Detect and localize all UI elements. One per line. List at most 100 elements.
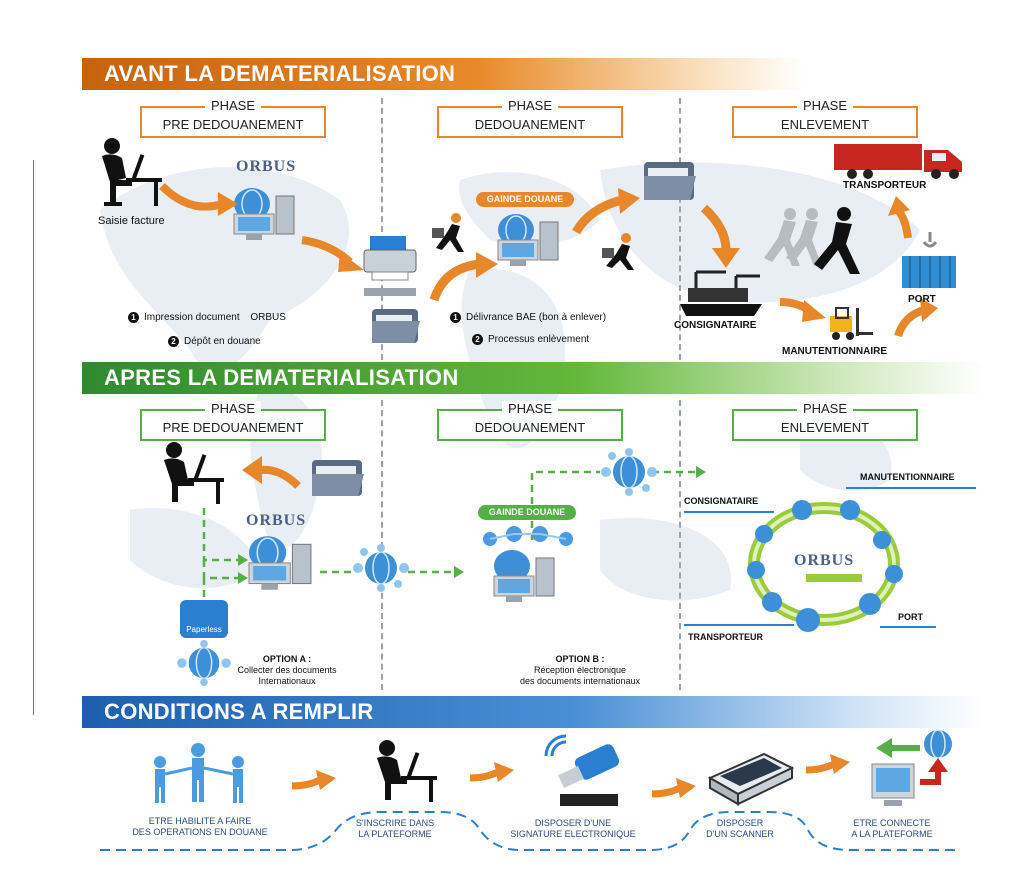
ship-icon [680, 270, 762, 316]
orbus-logo: ORBUS [236, 158, 297, 175]
runner-icon [432, 213, 464, 252]
phase-label: PHASE [204, 401, 262, 416]
user-at-computer-icon [164, 442, 224, 504]
flow-arrow [805, 754, 850, 774]
phase-label: PHASE [796, 98, 854, 113]
phase-box-dedouanement: PHASE DEDOUANEMENT [437, 401, 623, 441]
step-suffix: ORBUS [250, 312, 286, 324]
runner-icon [602, 233, 634, 270]
usb-key-icon [544, 734, 620, 806]
flow-arrow [159, 183, 238, 216]
port-label: PORT [908, 294, 936, 305]
step-number: 1 [128, 312, 139, 323]
network-icon [483, 526, 573, 546]
phase-box-pre-dedouanement: PHASE PRE DEDOUANEMENT [140, 98, 326, 138]
truck-icon [834, 144, 962, 179]
flow-arrow [894, 298, 938, 338]
phase-title: ENLEVEMENT [780, 117, 870, 132]
gainde-douane-badge: GAINDE DOUANE [476, 192, 574, 207]
user-at-computer-icon [377, 740, 437, 802]
step-depot: 2 Dépôt en douane [168, 336, 261, 347]
scanner-icon [707, 752, 795, 806]
transporteur-label: TRANSPORTEUR [688, 632, 764, 642]
option-a-title: OPTION A : [262, 654, 312, 664]
transporteur-underline [684, 624, 794, 626]
flow-arrow [651, 778, 696, 798]
option-a-line2: Internationaux [258, 676, 316, 686]
condition-line1: ETRE HABILITE A FAIRE [148, 816, 252, 826]
phase-title: ENLEVEMENT [780, 420, 870, 435]
globe-icon [601, 448, 657, 496]
folder-icon [312, 460, 364, 496]
step-text: Dépôt en douane [184, 336, 261, 348]
manutentionnaire-underline [846, 487, 976, 489]
step-number: 2 [472, 334, 483, 345]
condition-line1: DISPOSER [716, 818, 764, 828]
consignataire-underline [684, 511, 774, 513]
option-a: OPTION A : Collecter des documents Inter… [232, 654, 342, 687]
flow-arrow [779, 298, 826, 322]
condition-line2: SIGNATURE ELECTRONIQUE [510, 829, 636, 839]
step-impression: 1 Impression document ORBUS [128, 312, 286, 323]
paperless-label: Paperless [186, 625, 222, 634]
flow-arrow [700, 204, 740, 268]
crane-icon [902, 232, 956, 288]
phase-separator [381, 98, 383, 360]
phase-title: DEDOUANEMENT [474, 117, 586, 132]
orbus-logo: ORBUS [246, 512, 307, 529]
flow-arrow [301, 236, 364, 272]
left-divider [33, 160, 34, 715]
condition-line2: A LA PLATEFORME [851, 829, 933, 839]
phase-title: PRE DEDOUANEMENT [162, 117, 304, 132]
phase-separator [679, 400, 681, 690]
flow-arrow [291, 770, 336, 790]
phase-label: PHASE [501, 98, 559, 113]
flow-arrow [429, 252, 498, 302]
phase-label: PHASE [796, 401, 854, 416]
phase-box-dedouanement: PHASE DEDOUANEMENT [437, 98, 623, 138]
step-enlevement: 2 Processus enlèvement [472, 334, 589, 345]
gainde-douane-badge: GAINDE DOUANE [478, 505, 576, 520]
step-number: 2 [168, 336, 179, 347]
manutentionnaire-label: MANUTENTIONNAIRE [860, 472, 955, 482]
computer-icon [248, 536, 312, 590]
phase-title: DEDOUANEMENT [474, 420, 586, 435]
ring-orbus-logo: ORBUS [794, 552, 855, 569]
option-b-title: OPTION B : [555, 654, 605, 664]
flow-arrow [242, 456, 301, 489]
partner-ring [747, 500, 903, 632]
condition-line1: DISPOSER D'UNE [534, 818, 612, 828]
banner-before: AVANT LA DEMATERIALISATION [82, 58, 804, 90]
phase-title: PRE DEDOUANEMENT [162, 420, 304, 435]
condition-line2: D'UN SCANNER [706, 829, 774, 839]
step-text: Impression document [144, 312, 240, 324]
computer-icon [233, 188, 295, 240]
paperless-badge: Paperless [180, 600, 228, 638]
port-label: PORT [898, 612, 924, 622]
banner-conditions: CONDITIONS A REMPLIR [82, 696, 984, 728]
step-text: Processus enlèvement [488, 334, 590, 346]
transporteur-label: TRANSPORTEUR [843, 180, 927, 191]
condition-line2: LA PLATEFORME [358, 829, 432, 839]
port-underline [880, 626, 936, 628]
consignataire-label: CONSIGNATAIRE [674, 320, 757, 331]
flow-arrow [888, 196, 912, 239]
condition-line2: DES OPERATIONS EN DOUANE [132, 827, 268, 837]
condition-line1: S'INSCRIRE DANS [355, 818, 435, 828]
option-b-line2: des documents internationaux [519, 676, 641, 686]
banner-after: APRES LA DEMATERIALISATION [82, 362, 984, 394]
phase-label: PHASE [204, 98, 262, 113]
computer-icon [497, 214, 559, 266]
flow-arrow [572, 188, 640, 235]
phase-box-pre-dedouanement: PHASE PRE DEDOUANEMENT [140, 401, 326, 441]
condition-habilite: ETRE HABILITE A FAIRE DES OPERATIONS EN … [110, 816, 290, 838]
globe-icon [353, 544, 409, 592]
saisie-facture-label: Saisie facture [98, 215, 165, 227]
condition-scanner: DISPOSER D'UN SCANNER [690, 818, 790, 840]
ring-orbus-subbar [806, 574, 862, 582]
manutentionnaire-label: MANUTENTIONNAIRE [782, 346, 887, 357]
flow-arrow [469, 762, 514, 782]
folder-icon [372, 309, 420, 343]
